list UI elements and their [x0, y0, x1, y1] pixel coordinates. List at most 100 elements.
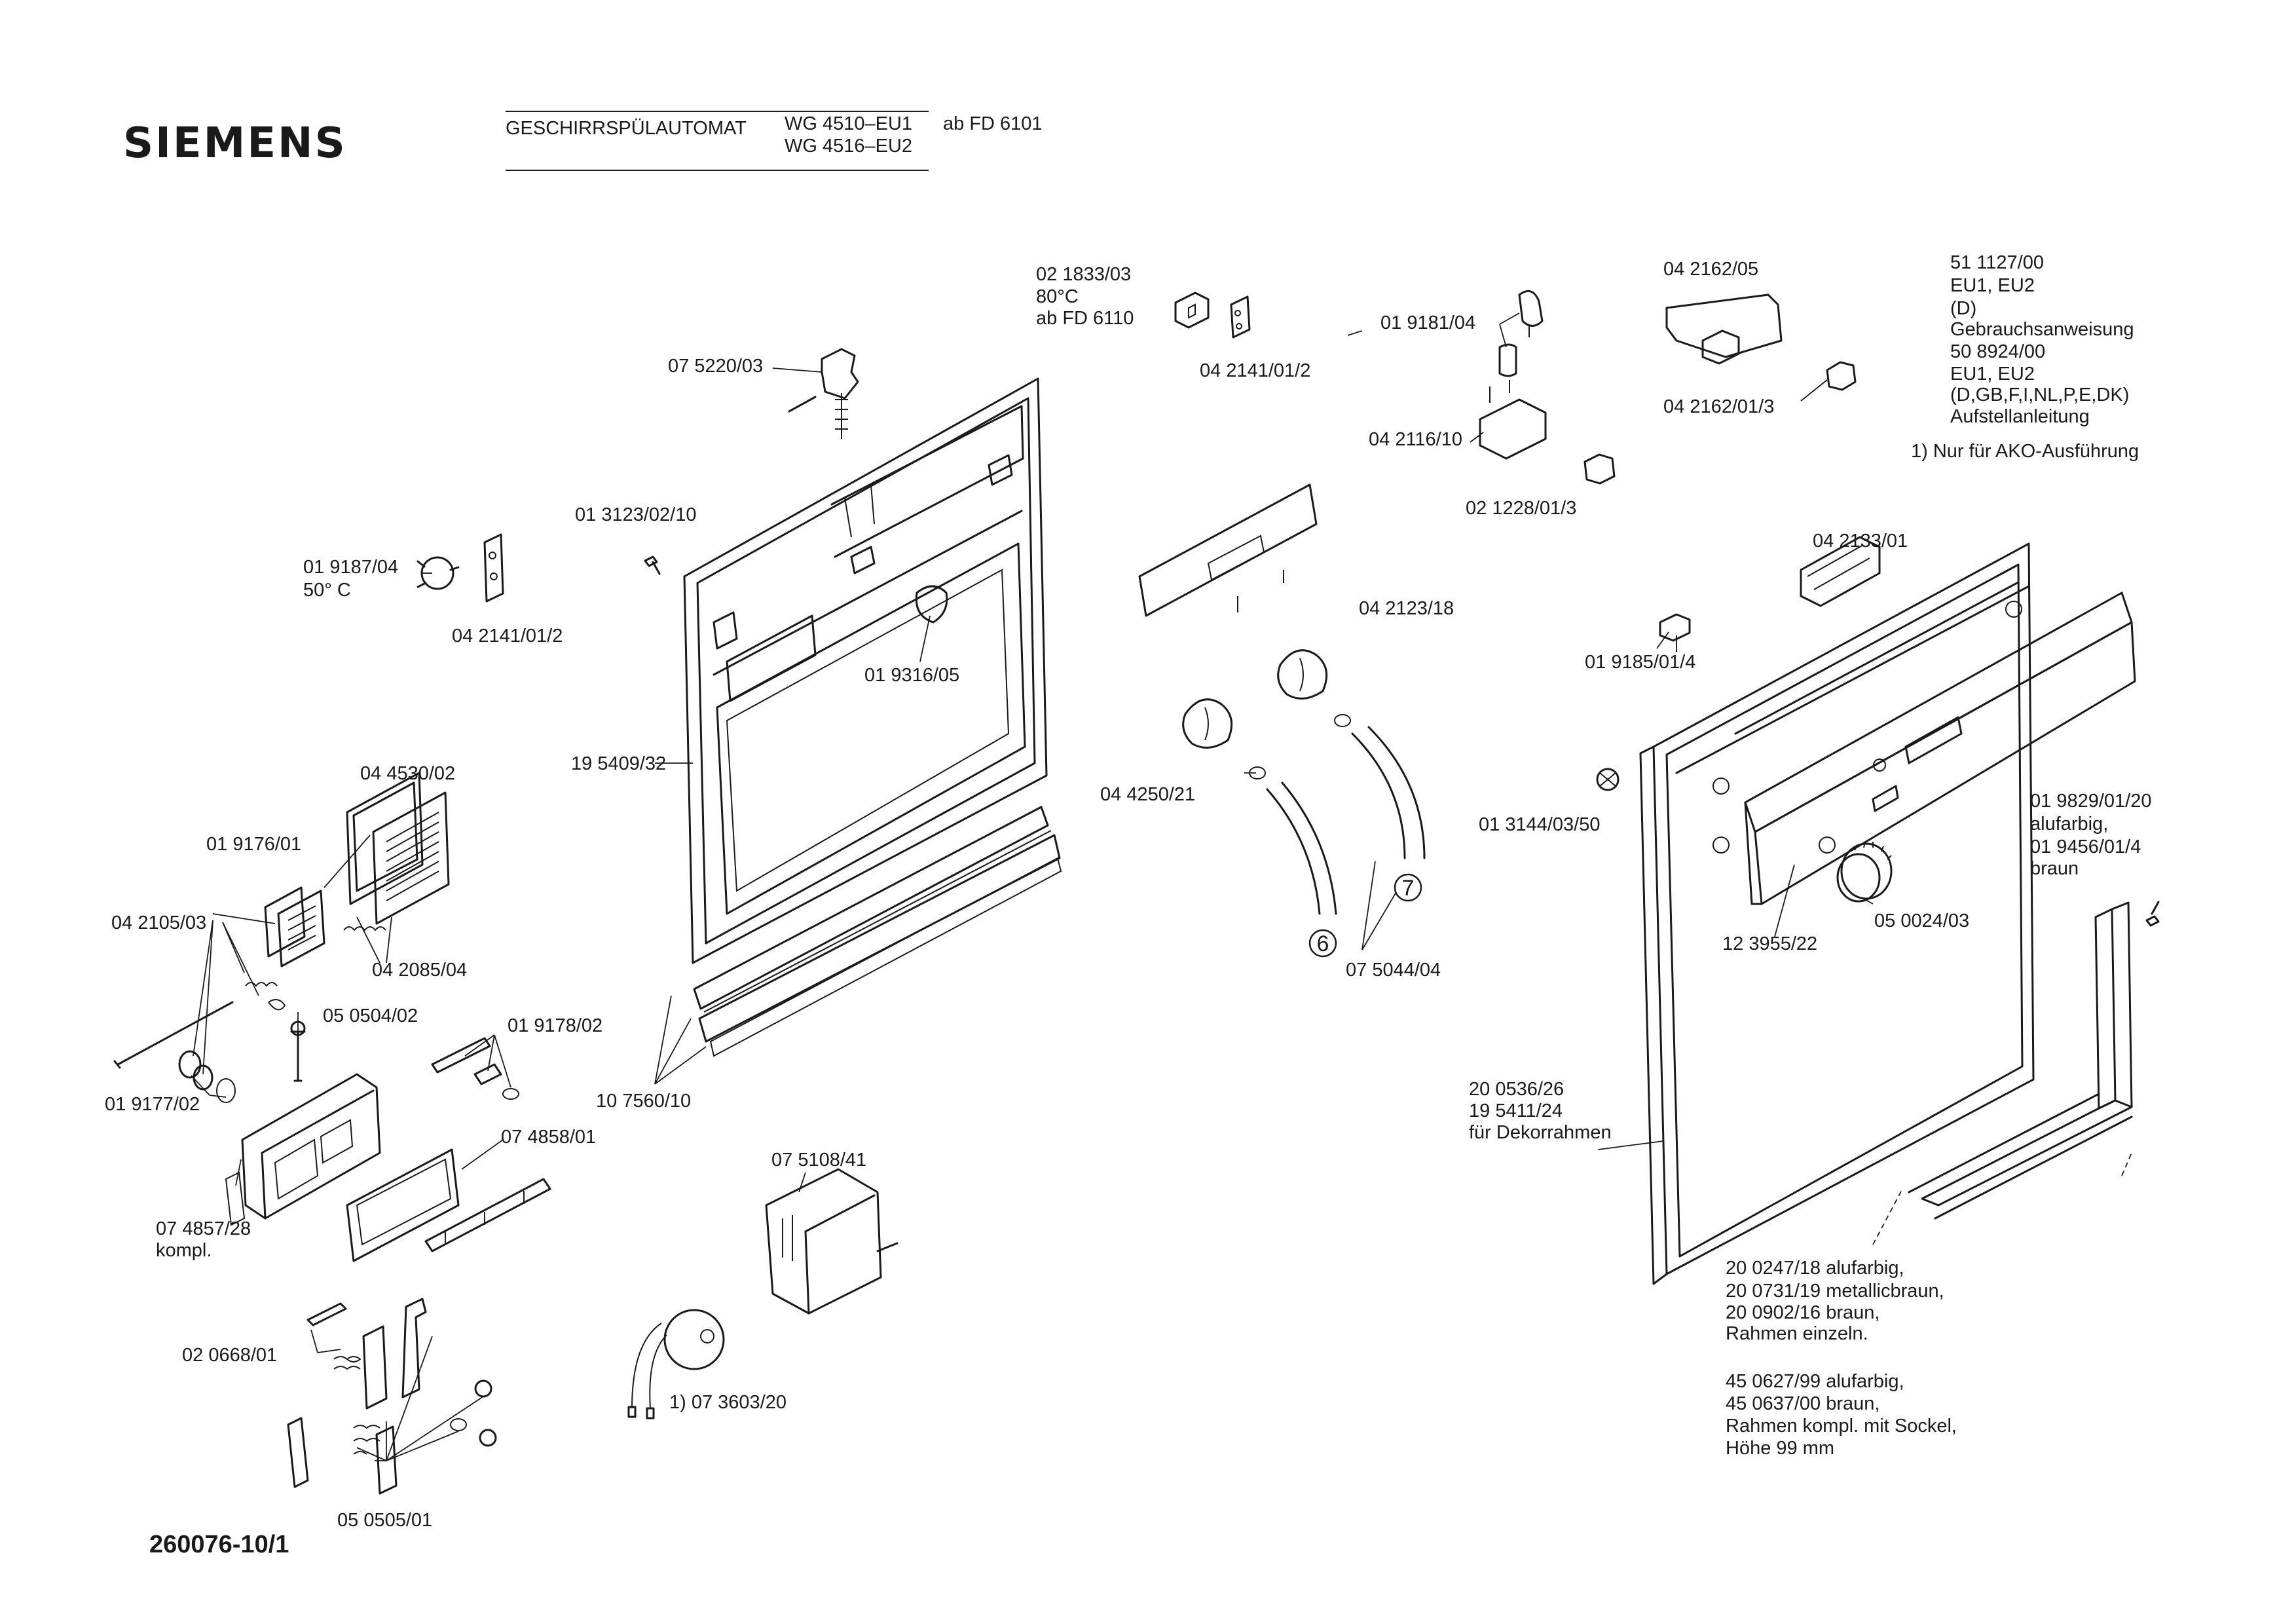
hoses — [1266, 726, 1426, 915]
label-rahmen-einzeln: Rahmen einzeln. — [1726, 1323, 1868, 1344]
install-variants: EU1, EU2 — [1950, 364, 2035, 385]
documentation-notes: 51 1127/00 EU1, EU2 (D) Gebrauchsanweisu… — [1911, 252, 2139, 462]
manual-title: Gebrauchsanweisung — [1950, 319, 2134, 340]
label-075220-03: 07 5220/03 — [668, 356, 763, 377]
label-abfd6110: ab FD 6110 — [1036, 308, 1134, 329]
install-title: Aufstellanleitung — [1950, 406, 2090, 427]
label-013144-03-50: 01 3144/03/50 — [1479, 814, 1600, 835]
label-50c: 50° C — [303, 580, 351, 601]
label-073603-20: 1) 07 3603/20 — [669, 1392, 787, 1413]
label-050024-03: 05 0024/03 — [1874, 910, 1969, 931]
label-075044-04: 07 5044/04 — [1346, 960, 1441, 981]
filter-grille-large — [346, 772, 450, 925]
label-075108-41: 07 5108/41 — [771, 1150, 866, 1171]
label-042105-03: 04 2105/03 — [111, 912, 206, 933]
label-044250-21: 04 4250/21 — [1100, 784, 1195, 805]
document-number: 260076-10/1 — [149, 1531, 289, 1558]
lamp-part — [1498, 290, 1544, 377]
label-021833-03: 02 1833/03 — [1036, 264, 1131, 285]
hose-marker-7: 7 — [1394, 873, 1422, 902]
manual-language: (D) — [1950, 298, 1976, 319]
switch-mounting-plate — [1138, 483, 1318, 617]
manual-number: 51 1127/00 — [1950, 252, 2044, 273]
label-hoehe: Höhe 99 mm — [1726, 1438, 1834, 1459]
label-021228-01-3: 02 1228/01/3 — [1466, 498, 1576, 519]
label-042123-18: 04 2123/18 — [1359, 598, 1454, 619]
label-019181-04: 01 9181/04 — [1380, 312, 1475, 333]
label-050504-02: 05 0504/02 — [323, 1005, 418, 1026]
outer-door-frame — [1639, 542, 2035, 1285]
label-019829-01-20: 01 9829/01/20 — [2030, 791, 2151, 812]
label-019187-04: 01 9187/04 — [303, 557, 398, 578]
label-80c: 80°C — [1036, 286, 1079, 307]
filter-grille-small — [264, 886, 325, 967]
control-panel-strip — [1744, 591, 2136, 905]
label-195411-24: 19 5411/24 — [1469, 1100, 1563, 1121]
label-450627-99: 45 0627/99 alufarbig, — [1726, 1371, 1904, 1392]
label-074857-28: 07 4857/28 — [156, 1218, 251, 1239]
install-number: 50 8924/00 — [1950, 341, 2045, 362]
label-042141-01-2-top: 04 2141/01/2 — [1200, 360, 1310, 381]
brand-logo: SIEMENS — [123, 119, 347, 168]
door-latch-part — [788, 348, 859, 439]
door-hinge-parts — [287, 1298, 497, 1495]
label-450637-00: 45 0637/00 braun, — [1726, 1393, 1879, 1414]
microswitch-part — [1479, 380, 1616, 485]
pressure-switches — [1182, 649, 1351, 779]
label-020668-01: 02 0668/01 — [182, 1345, 277, 1366]
label-019316-05: 01 9316/05 — [864, 665, 959, 686]
install-languages: (D,GB,F,I,NL,P,E,DK) — [1950, 385, 2129, 405]
marker-7-label: 7 — [1402, 876, 1415, 901]
screw-013123 — [644, 555, 661, 575]
marker-6-label: 6 — [1317, 931, 1329, 956]
label-019177-02: 01 9177/02 — [105, 1094, 200, 1115]
label-042085-04: 04 2085/04 — [372, 960, 467, 981]
leader-lines — [191, 312, 2132, 1461]
door-handle-parts — [1596, 536, 1881, 791]
label-019178-02: 01 9178/02 — [508, 1015, 602, 1036]
model-1: WG 4510–EU1 — [785, 113, 912, 134]
label-200731-19: 20 0731/19 metallicbraun, — [1726, 1281, 1944, 1302]
springs-left — [245, 926, 386, 1011]
side-screw — [2145, 901, 2160, 927]
model-2: WG 4516–EU2 — [785, 136, 912, 157]
label-074858-01: 07 4858/01 — [501, 1127, 596, 1148]
label-019185-01-4: 01 9185/01/4 — [1585, 652, 1695, 673]
part-labels: 02 1833/03 80°C ab FD 6110 04 2141/01/2 … — [105, 259, 2151, 1531]
switch-bracket — [1665, 293, 1857, 391]
program-timer — [765, 1168, 898, 1315]
rod-and-cap — [113, 1001, 236, 1103]
title-block: SIEMENS GESCHIRRSPÜLAUTOMAT WG 4510–EU1 … — [123, 111, 1043, 171]
label-fur-dekorrahmen: für Dekorrahmen — [1469, 1122, 1612, 1143]
product-name: GESCHIRRSPÜLAUTOMAT — [506, 118, 747, 139]
label-200902-16: 20 0902/16 braun, — [1726, 1302, 1879, 1323]
footnote: 1) Nur für AKO-Ausführung — [1911, 441, 2139, 462]
label-042162-05: 04 2162/05 — [1663, 259, 1758, 280]
thermostat-50-part — [417, 533, 504, 603]
inner-door-panel — [683, 377, 1048, 964]
label-019176-01: 01 9176/01 — [206, 834, 301, 855]
label-123955-22: 12 3955/22 — [1722, 933, 1817, 954]
label-200536-26: 20 0536/26 — [1469, 1079, 1564, 1100]
door-bottom-rail — [693, 806, 1062, 1057]
serial-from: ab FD 6101 — [943, 113, 1043, 134]
label-044530-02: 04 4530/02 — [360, 763, 455, 784]
decor-frame — [1908, 901, 2133, 1220]
label-rahmen-kompl: Rahmen kompl. mit Sockel, — [1726, 1416, 1957, 1436]
label-alufarbig-a: alufarbig, — [2030, 814, 2108, 835]
label-200247-18: 20 0247/18 alufarbig, — [1726, 1258, 1904, 1279]
label-107560-10: 10 7560/10 — [596, 1091, 691, 1112]
label-019456-01-4: 01 9456/01/4 — [2030, 836, 2141, 857]
label-042133-01: 04 2133/01 — [1813, 531, 1908, 552]
label-042116-10: 04 2116/10 — [1369, 429, 1462, 450]
label-braun-a: braun — [2030, 858, 2079, 879]
thermostat-80-part — [1174, 291, 1251, 339]
detergent-dispenser — [225, 1021, 381, 1226]
label-042141-01-2-left: 04 2141/01/2 — [452, 626, 563, 647]
label-013123-02-10: 01 3123/02/10 — [575, 504, 696, 525]
label-050505-01: 05 0505/01 — [337, 1510, 432, 1531]
label-kompl: kompl. — [156, 1240, 212, 1261]
timer-motor — [627, 1309, 725, 1419]
hose-marker-6: 6 — [1308, 929, 1337, 958]
